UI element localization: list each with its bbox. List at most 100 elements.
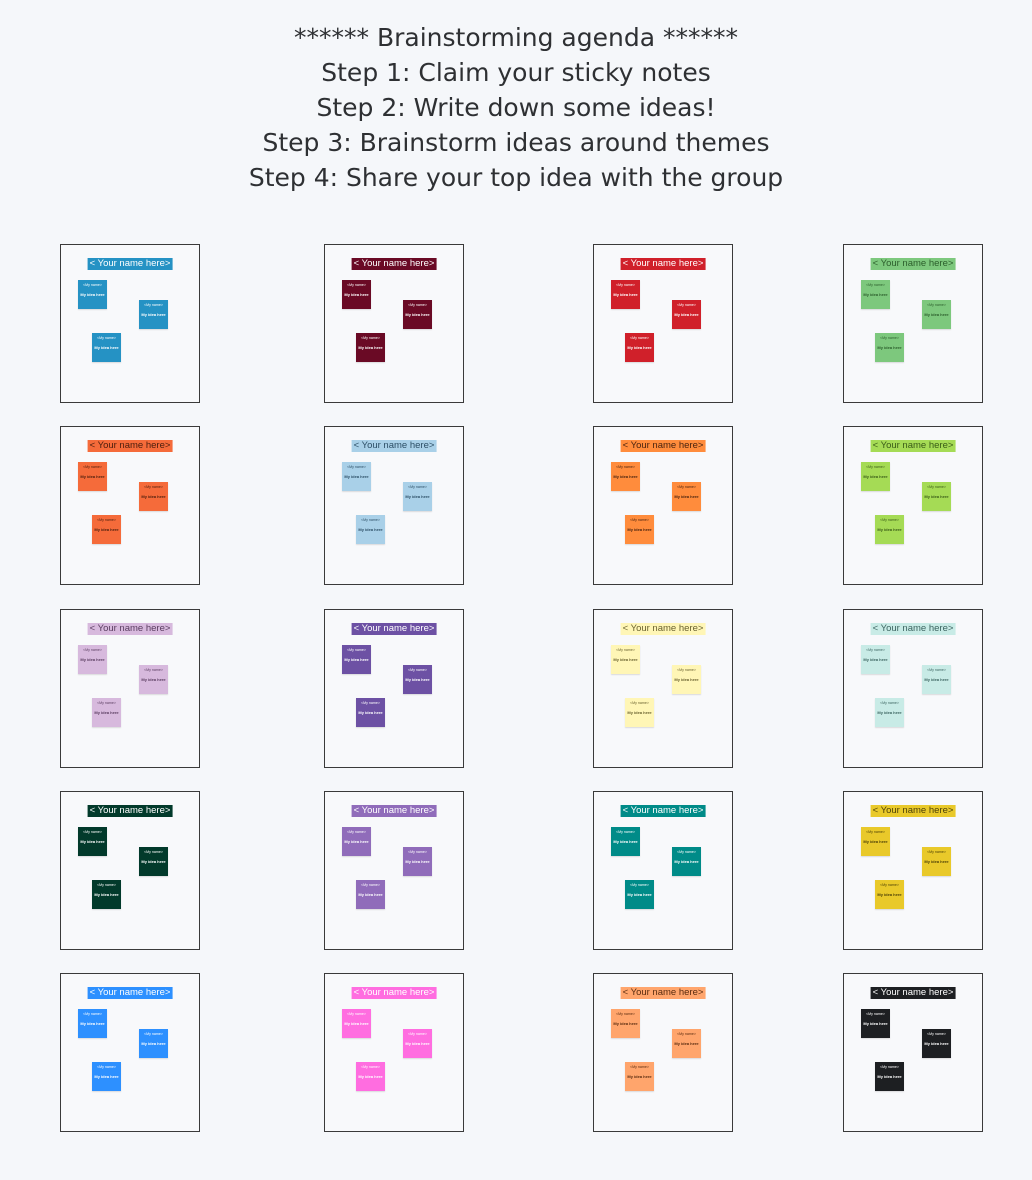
sticky-note[interactable]: <My name>My idea here <box>342 1009 371 1038</box>
sticky-frame[interactable]: < Your name here> <My name>My idea here <M… <box>60 973 200 1132</box>
sticky-note[interactable]: <My name>My idea here <box>611 280 640 309</box>
frame-name-label[interactable]: < Your name here> <box>351 623 437 635</box>
frame-name-label[interactable]: < Your name here> <box>351 805 437 817</box>
sticky-note[interactable]: <My name>My idea here <box>625 1062 654 1091</box>
sticky-note[interactable]: <My name>My idea here <box>611 827 640 856</box>
sticky-note[interactable]: <My name>My idea here <box>78 462 107 491</box>
frame-name-label[interactable]: < Your name here> <box>870 623 956 635</box>
frame-name-label[interactable]: < Your name here> <box>87 440 173 452</box>
frame-name-label[interactable]: < Your name here> <box>870 987 956 999</box>
sticky-note[interactable]: <My name>My idea here <box>861 462 890 491</box>
sticky-note[interactable]: <My name>My idea here <box>78 645 107 674</box>
sticky-note[interactable]: <My name>My idea here <box>875 880 904 909</box>
sticky-note[interactable]: <My name>My idea here <box>92 515 121 544</box>
frame-name-label[interactable]: < Your name here> <box>351 258 437 270</box>
sticky-note[interactable]: <My name>My idea here <box>922 665 951 694</box>
sticky-note[interactable]: <My name>My idea here <box>78 827 107 856</box>
sticky-note[interactable]: <My name>My idea here <box>672 1029 701 1058</box>
frame-name-label[interactable]: < Your name here> <box>620 987 706 999</box>
sticky-frame[interactable]: < Your name here> <My name>My idea here <M… <box>843 244 983 403</box>
sticky-note[interactable]: <My name>My idea here <box>78 1009 107 1038</box>
sticky-frame[interactable]: < Your name here> <My name>My idea here <M… <box>843 791 983 950</box>
sticky-frame[interactable]: < Your name here> <My name>My idea here <M… <box>324 244 464 403</box>
sticky-note[interactable]: <My name>My idea here <box>403 847 432 876</box>
sticky-frame[interactable]: < Your name here> <My name>My idea here <M… <box>324 609 464 768</box>
sticky-note[interactable]: <My name>My idea here <box>861 827 890 856</box>
sticky-note[interactable]: <My name>My idea here <box>342 645 371 674</box>
frame-name-label[interactable]: < Your name here> <box>870 440 956 452</box>
sticky-frame[interactable]: < Your name here> <My name>My idea here <M… <box>843 973 983 1132</box>
sticky-note[interactable]: <My name>My idea here <box>611 645 640 674</box>
frame-name-label[interactable]: < Your name here> <box>351 440 437 452</box>
sticky-note[interactable]: <My name>My idea here <box>92 333 121 362</box>
sticky-note[interactable]: <My name>My idea here <box>92 698 121 727</box>
sticky-note[interactable]: <My name>My idea here <box>403 1029 432 1058</box>
sticky-note[interactable]: <My name>My idea here <box>922 300 951 329</box>
sticky-note[interactable]: <My name>My idea here <box>139 1029 168 1058</box>
sticky-note[interactable]: <My name>My idea here <box>139 847 168 876</box>
frame-name-label[interactable]: < Your name here> <box>351 987 437 999</box>
sticky-note[interactable]: <My name>My idea here <box>139 300 168 329</box>
frame-name-label[interactable]: < Your name here> <box>870 805 956 817</box>
sticky-note[interactable]: <My name>My idea here <box>356 698 385 727</box>
frame-name-label[interactable]: < Your name here> <box>620 440 706 452</box>
sticky-note[interactable]: <My name>My idea here <box>342 462 371 491</box>
sticky-frame[interactable]: < Your name here> <My name>My idea here <M… <box>843 609 983 768</box>
sticky-note[interactable]: <My name>My idea here <box>875 515 904 544</box>
sticky-note[interactable]: <My name>My idea here <box>672 847 701 876</box>
sticky-note[interactable]: <My name>My idea here <box>356 1062 385 1091</box>
sticky-note[interactable]: <My name>My idea here <box>625 698 654 727</box>
frame-name-label[interactable]: < Your name here> <box>87 258 173 270</box>
sticky-note[interactable]: <My name>My idea here <box>92 1062 121 1091</box>
sticky-note[interactable]: <My name>My idea here <box>861 645 890 674</box>
sticky-frame[interactable]: < Your name here> <My name>My idea here <M… <box>60 244 200 403</box>
sticky-note[interactable]: <My name>My idea here <box>139 665 168 694</box>
sticky-note[interactable]: <My name>My idea here <box>922 847 951 876</box>
sticky-frame[interactable]: < Your name here> <My name>My idea here <M… <box>593 244 733 403</box>
sticky-note[interactable]: <My name>My idea here <box>922 482 951 511</box>
sticky-note[interactable]: <My name>My idea here <box>403 482 432 511</box>
sticky-note[interactable]: <My name>My idea here <box>403 300 432 329</box>
frame-name-label[interactable]: < Your name here> <box>620 805 706 817</box>
sticky-frame[interactable]: < Your name here> <My name>My idea here <M… <box>324 973 464 1132</box>
sticky-note[interactable]: <My name>My idea here <box>672 300 701 329</box>
frame-name-label[interactable]: < Your name here> <box>620 623 706 635</box>
sticky-frame[interactable]: < Your name here> <My name>My idea here <M… <box>324 791 464 950</box>
sticky-note[interactable]: <My name>My idea here <box>139 482 168 511</box>
frame-name-label[interactable]: < Your name here> <box>870 258 956 270</box>
sticky-note[interactable]: <My name>My idea here <box>625 515 654 544</box>
sticky-note[interactable]: <My name>My idea here <box>342 280 371 309</box>
sticky-frame[interactable]: < Your name here> <My name>My idea here <M… <box>60 426 200 585</box>
sticky-frame[interactable]: < Your name here> <My name>My idea here <M… <box>324 426 464 585</box>
sticky-note[interactable]: <My name>My idea here <box>625 880 654 909</box>
sticky-note[interactable]: <My name>My idea here <box>78 280 107 309</box>
frame-name-label[interactable]: < Your name here> <box>87 623 173 635</box>
sticky-frame[interactable]: < Your name here> <My name>My idea here <M… <box>60 609 200 768</box>
sticky-note[interactable]: <My name>My idea here <box>875 1062 904 1091</box>
sticky-note[interactable]: <My name>My idea here <box>356 515 385 544</box>
sticky-note[interactable]: <My name>My idea here <box>861 1009 890 1038</box>
sticky-note[interactable]: <My name>My idea here <box>672 665 701 694</box>
sticky-frame[interactable]: < Your name here> <My name>My idea here <M… <box>593 609 733 768</box>
sticky-note[interactable]: <My name>My idea here <box>875 698 904 727</box>
sticky-note[interactable]: <My name>My idea here <box>342 827 371 856</box>
sticky-frame[interactable]: < Your name here> <My name>My idea here <M… <box>593 791 733 950</box>
sticky-note[interactable]: <My name>My idea here <box>875 333 904 362</box>
sticky-note[interactable]: <My name>My idea here <box>403 665 432 694</box>
sticky-note[interactable]: <My name>My idea here <box>92 880 121 909</box>
sticky-note[interactable]: <My name>My idea here <box>672 482 701 511</box>
sticky-note[interactable]: <My name>My idea here <box>611 462 640 491</box>
frame-name-label[interactable]: < Your name here> <box>620 258 706 270</box>
frame-name-label[interactable]: < Your name here> <box>87 987 173 999</box>
sticky-note[interactable]: <My name>My idea here <box>611 1009 640 1038</box>
sticky-note[interactable]: <My name>My idea here <box>861 280 890 309</box>
sticky-frame[interactable]: < Your name here> <My name>My idea here <M… <box>593 973 733 1132</box>
sticky-frame[interactable]: < Your name here> <My name>My idea here <M… <box>60 791 200 950</box>
sticky-note[interactable]: <My name>My idea here <box>356 333 385 362</box>
sticky-note[interactable]: <My name>My idea here <box>356 880 385 909</box>
sticky-note[interactable]: <My name>My idea here <box>625 333 654 362</box>
sticky-frame[interactable]: < Your name here> <My name>My idea here <M… <box>593 426 733 585</box>
frame-name-label[interactable]: < Your name here> <box>87 805 173 817</box>
sticky-note[interactable]: <My name>My idea here <box>922 1029 951 1058</box>
sticky-frame[interactable]: < Your name here> <My name>My idea here <M… <box>843 426 983 585</box>
